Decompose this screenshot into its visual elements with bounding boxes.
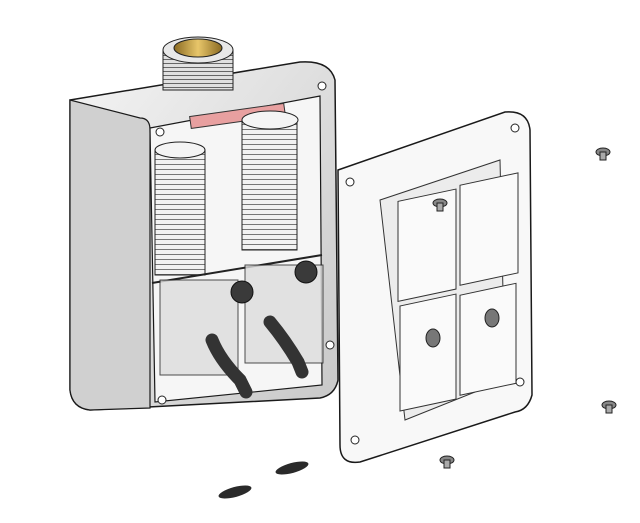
hose-fitting [205, 333, 253, 399]
cover-plate [337, 111, 533, 464]
screw [595, 147, 611, 161]
hose-fitting [263, 315, 309, 379]
speaker-grille [230, 280, 254, 304]
screw [432, 198, 448, 212]
screw [601, 400, 617, 414]
washer [218, 485, 252, 499]
divider-shelf [151, 254, 323, 284]
pink-wire [189, 102, 286, 130]
screw [439, 455, 455, 469]
threaded-inlet [162, 36, 234, 91]
coil-right [241, 110, 299, 251]
speaker-grille [294, 260, 318, 284]
washer [275, 461, 309, 475]
coil-left [154, 141, 206, 276]
